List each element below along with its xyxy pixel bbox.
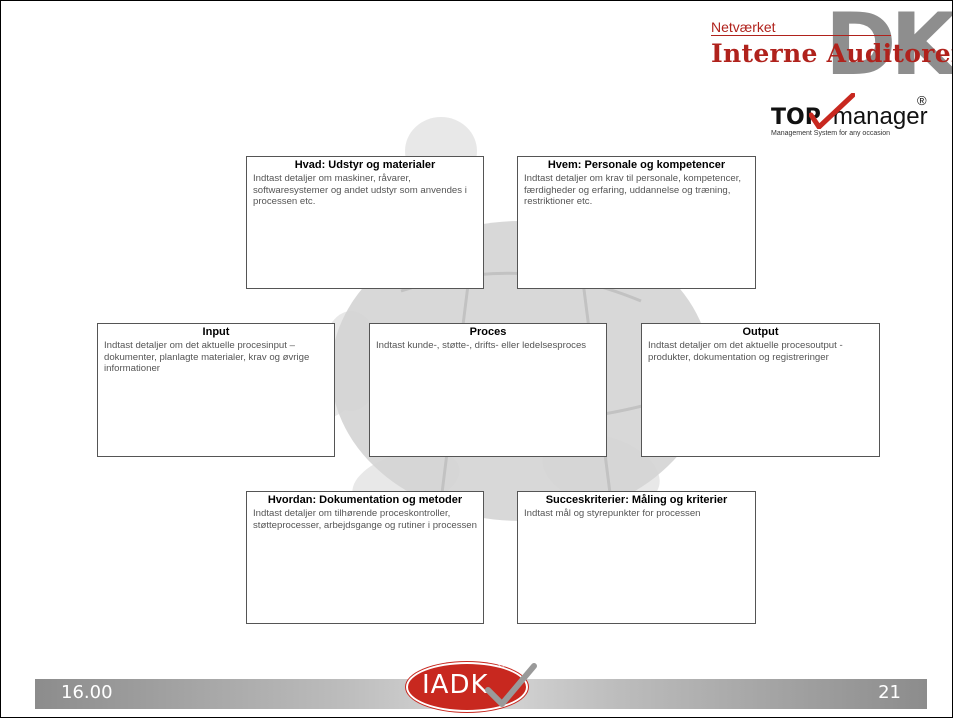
netvaerket-interne-auditorer-logo: DK Netværket Interne Auditorer	[701, 0, 953, 95]
topmanager-manager: manager	[832, 103, 928, 130]
iadk-oval	[406, 662, 528, 712]
checkmark-icon	[485, 663, 537, 707]
box-proces[interactable]: Proces Indtast kunde-, støtte-, drifts- …	[369, 323, 607, 457]
box-description: Indtast mål og styrepunkter for processe…	[524, 508, 701, 519]
box-description: Indtast detaljer om tilhørende proceskon…	[253, 508, 477, 531]
box-hvem[interactable]: Hvem: Personale og kompetencer Indtast d…	[517, 156, 756, 289]
box-title: Hvad: Udstyr og materialer	[294, 159, 436, 171]
iadk-text: IADK	[422, 670, 489, 700]
box-title: Proces	[469, 326, 507, 338]
checkmark-icon	[809, 93, 855, 129]
box-description: Indtast detaljer om maskiner, råvarer, s…	[253, 173, 467, 207]
iadk-registered: ®	[498, 658, 507, 670]
footer-date: 16.00	[61, 682, 113, 703]
iadk-logo: IADK ®	[404, 656, 538, 712]
box-description: Indtast detaljer om det aktuelle procesi…	[104, 340, 310, 374]
box-description: Indtast kunde-, støtte-, drifts- eller l…	[376, 340, 587, 351]
topmanager-registered: ®	[917, 93, 927, 108]
box-title: Output	[742, 326, 779, 338]
interne-auditorer-label: Interne Auditorer	[711, 39, 953, 68]
box-succeskriterier[interactable]: Succeskriterier: Måling og kriterier Ind…	[517, 491, 756, 624]
box-title: Hvem: Personale og kompetencer	[547, 159, 726, 171]
box-description: Indtast detaljer om krav til personale, …	[524, 173, 742, 207]
box-output[interactable]: Output Indtast detaljer om det aktuelle …	[641, 323, 880, 457]
dk-letters: DK	[824, 0, 952, 95]
box-hvordan[interactable]: Hvordan: Dokumentation og metoder Indtas…	[246, 491, 484, 624]
page-number: 21	[878, 682, 901, 703]
box-title: Hvordan: Dokumentation og metoder	[267, 494, 463, 506]
topmanager-tagline: Management System for any occasion	[771, 130, 891, 137]
netvaerket-label: Netværket	[711, 19, 891, 36]
box-description: Indtast detaljer om det aktuelle proceso…	[648, 340, 843, 363]
box-title: Succeskriterier: Måling og kriterier	[545, 494, 728, 506]
box-input[interactable]: Input Indtast detaljer om det aktuelle p…	[97, 323, 335, 457]
box-hvad[interactable]: Hvad: Udstyr og materialer Indtast detal…	[246, 156, 484, 289]
box-title: Input	[202, 326, 230, 338]
